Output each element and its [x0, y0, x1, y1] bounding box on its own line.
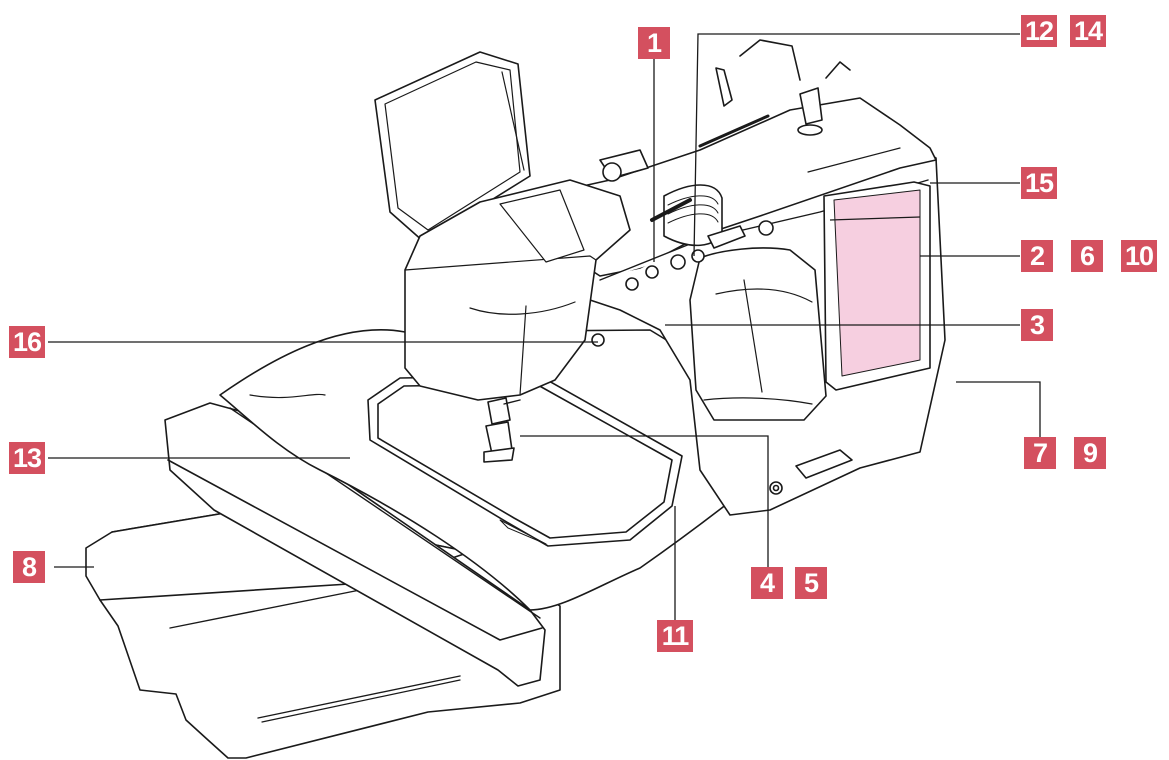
callout-15: 15 [1021, 167, 1057, 199]
callout-9: 9 [1074, 437, 1106, 469]
callout-16: 16 [9, 326, 45, 358]
callout-13: 13 [9, 442, 45, 474]
thread-spool [650, 184, 723, 247]
lcd-screen [833, 189, 921, 377]
callout-10: 10 [1121, 240, 1157, 272]
top-cover [374, 51, 531, 243]
callout-7: 7 [1024, 437, 1056, 469]
callout-1: 1 [638, 27, 670, 59]
callout-4: 4 [751, 567, 783, 599]
callout-6: 6 [1071, 240, 1103, 272]
callout-8: 8 [13, 551, 45, 583]
callout-5: 5 [795, 567, 827, 599]
machine-head [404, 179, 631, 401]
callout-2: 2 [1021, 240, 1053, 272]
callout-3: 3 [1021, 309, 1053, 341]
presser-foot [483, 397, 521, 463]
callout-14: 14 [1070, 15, 1106, 47]
callout-11: 11 [657, 620, 693, 652]
operation-buttons [591, 220, 774, 347]
spool-pins [599, 39, 851, 182]
callout-12: 12 [1021, 15, 1057, 47]
leader-lines [48, 33, 1041, 621]
